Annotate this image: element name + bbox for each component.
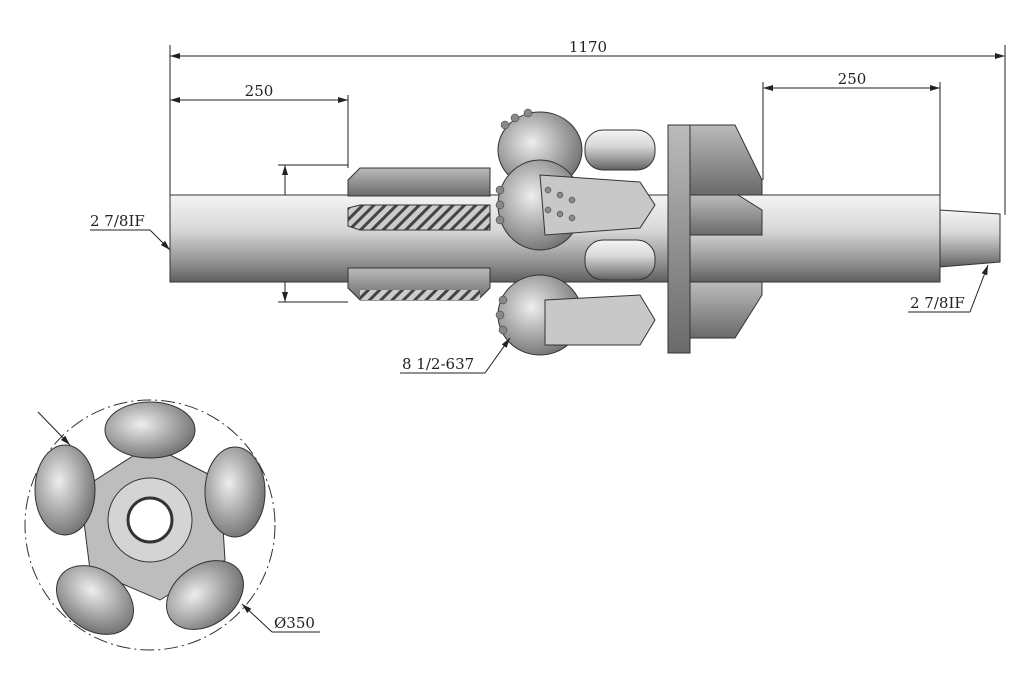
overall-length-dimension: 1170 (169, 38, 1006, 215)
right-thread-label: 2 7/8IF (910, 294, 965, 312)
bottom-view (24, 399, 276, 651)
right-length-label: 250 (838, 70, 867, 88)
cutter-size-label: 8 1/2-637 (402, 355, 474, 373)
stabilizer (347, 167, 491, 301)
diameter-label: Ø350 (274, 614, 315, 632)
right-thread-callout: 2 7/8IF (908, 264, 989, 313)
roller-cutters (495, 108, 656, 356)
left-length-label: 250 (245, 82, 274, 100)
cutter-size-callout: 8 1/2-637 (400, 337, 511, 374)
diameter-callout: Ø350 (241, 603, 320, 633)
pin-connection (939, 209, 1001, 268)
left-length-dimension: 250 (170, 82, 349, 168)
flange (667, 124, 691, 354)
left-thread-label: 2 7/8IF (90, 212, 145, 230)
left-thread-callout: 2 7/8IF (90, 212, 171, 251)
overall-length-label: 1170 (569, 38, 607, 56)
right-length-dimension: 250 (762, 70, 941, 195)
arms (689, 124, 763, 339)
